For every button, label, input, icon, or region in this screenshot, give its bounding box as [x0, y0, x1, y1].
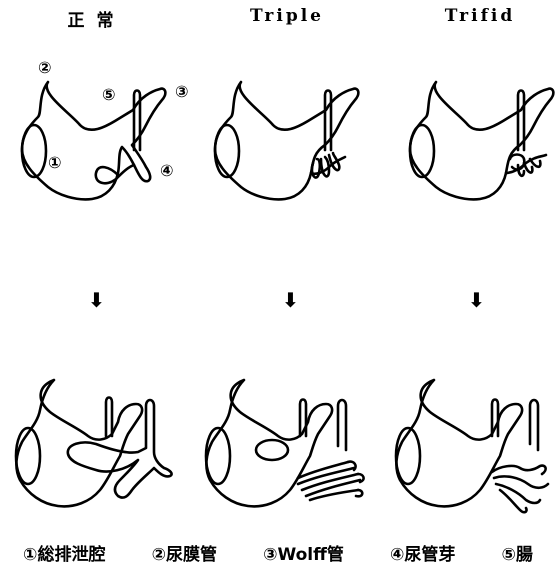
legend-item-intestine: ⑤腸	[502, 540, 533, 565]
diagram-trifid-late	[388, 370, 556, 520]
diagram-normal-early: ② ⑤ ③ ① ④	[10, 55, 190, 215]
arrow-down-icon: ⬇	[88, 288, 105, 312]
legend-item-ureteric-bud: ④尿管芽	[390, 540, 455, 565]
label-3: ③	[175, 82, 189, 101]
arrow-down-icon: ⬇	[468, 288, 485, 312]
label-5: ⑤	[102, 85, 116, 104]
legend-item-cloaca: ①総排泄腔	[23, 540, 105, 565]
diagram-triple-early	[205, 55, 375, 215]
title-triple: Triple	[217, 6, 357, 26]
legend-item-urachus: ②尿膜管	[152, 540, 217, 565]
label-2: ②	[38, 58, 52, 77]
diagram-trifid-early	[400, 55, 556, 215]
arrow-down-icon: ⬇	[282, 288, 299, 312]
label-4: ④	[160, 161, 174, 180]
label-1: ①	[48, 153, 62, 172]
title-normal: 正 常	[22, 6, 162, 31]
legend: ①総排泄腔 ②尿膜管 ③Wolff管 ④尿管芽 ⑤腸	[0, 540, 556, 565]
title-trifid: Trifid	[410, 6, 550, 26]
legend-item-wolff-duct: ③Wolff管	[263, 540, 344, 565]
diagram-normal-late	[8, 370, 198, 520]
diagram-triple-late	[198, 370, 373, 520]
